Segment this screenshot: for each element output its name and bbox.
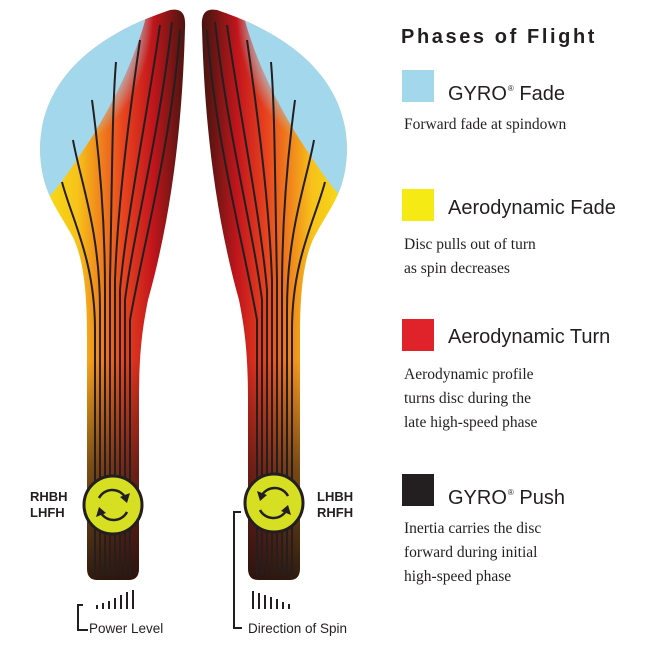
legend-desc-aero-fade: Disc pulls out of turn as spin decreases <box>404 236 536 277</box>
legend-title: Phases of Flight <box>401 26 598 48</box>
right-throw-label-line1: LHBH <box>317 489 354 504</box>
right-throw-label-line2: RHFH <box>317 505 354 520</box>
legend-desc-aero-turn: Aerodynamic profile turns disc during th… <box>404 366 538 431</box>
power-level-label: Power Level <box>89 621 164 636</box>
power-bracket <box>77 604 88 631</box>
legend-swatch-gyro-fade <box>402 70 434 102</box>
legend-label-gyro-push: GYRO® Push <box>448 487 565 509</box>
left-throw-label-line1: RHBH <box>30 489 68 504</box>
legend-desc-gyro-push: Inertia carries the disc forward during … <box>404 520 542 585</box>
legend-label-gyro-fade: GYRO® Fade <box>448 83 565 105</box>
spin-bracket <box>233 511 242 629</box>
right-spin-icon <box>243 472 305 534</box>
spin-direction-icon <box>252 591 290 609</box>
power-level-icon <box>96 590 134 609</box>
right-flight-lines <box>206 21 326 575</box>
legend-swatch-aero-fade <box>402 189 434 221</box>
right-throw-label: LHBH RHFH <box>317 489 353 521</box>
left-spin-icon <box>82 474 144 536</box>
left-throw-label: RHBH LHFH <box>30 489 68 521</box>
left-flight-lines <box>61 21 181 575</box>
legend-swatch-gyro-push <box>402 474 434 506</box>
legend-desc-gyro-fade: Forward fade at spindown <box>404 116 567 133</box>
legend-label-aero-turn: Aerodynamic Turn <box>448 326 611 348</box>
left-throw-label-line2: LHFH <box>30 505 65 520</box>
legend-label-aero-fade: Aerodynamic Fade <box>448 197 616 219</box>
spin-direction-label: Direction of Spin <box>248 621 348 636</box>
legend-swatch-aero-turn <box>402 319 434 351</box>
